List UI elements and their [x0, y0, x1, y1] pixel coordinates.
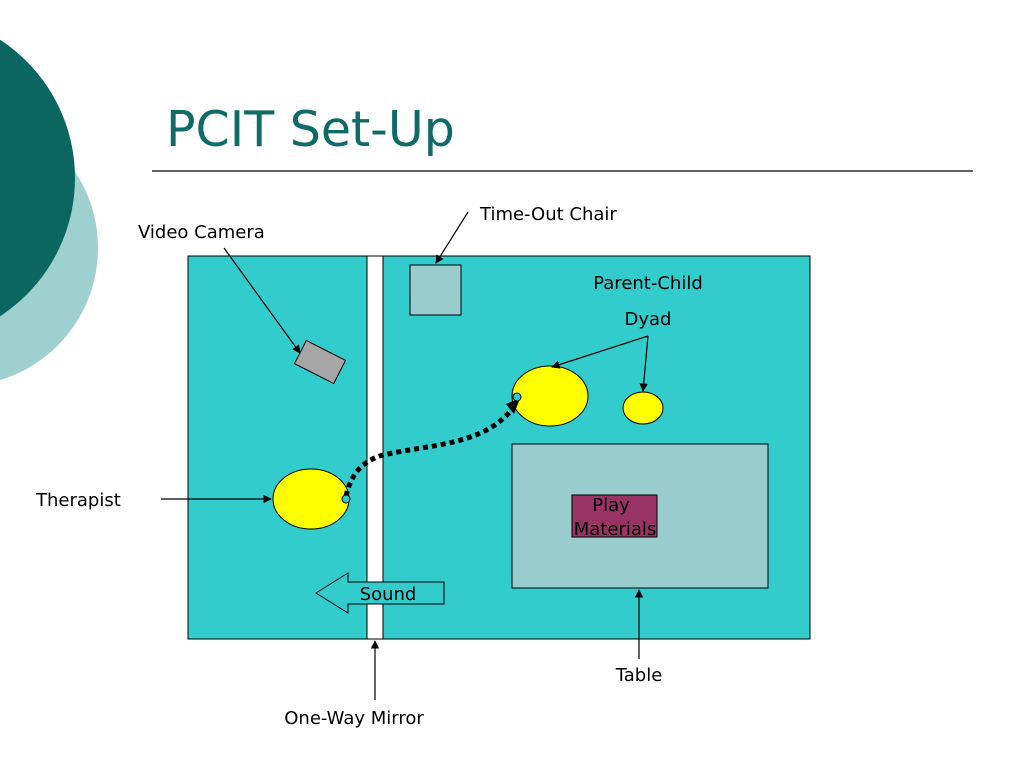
play-materials [571, 494, 658, 538]
sound-arrow [315, 572, 445, 614]
therapist-label: Therapist [35, 490, 121, 511]
child [622, 391, 664, 425]
table-label: Table [615, 665, 663, 686]
parent-earpiece [512, 392, 522, 402]
time-out-chair-pointer [435, 211, 469, 264]
dyad-child-pointer [639, 335, 649, 392]
page-title: PCIT Set-Up [166, 101, 455, 158]
one-way-mirror-label: One-Way Mirror [284, 708, 424, 729]
sound-label: Sound [360, 584, 417, 605]
time-out-chair-label: Time-Out Chair [479, 204, 617, 225]
therapist [272, 468, 350, 530]
video-camera-pointer [223, 247, 301, 354]
video-camera-label: Video Camera [138, 222, 265, 243]
communication-link-arrowhead [506, 398, 520, 414]
communication-link [343, 400, 520, 497]
parent [511, 365, 589, 427]
dyad-label: Dyad [625, 309, 672, 330]
time-out-chair [409, 264, 462, 316]
parent-child-label: Parent-Child [593, 273, 703, 294]
therapist-microphone [341, 494, 351, 504]
one-way-mirror [366, 255, 384, 640]
play-materials-label-line1: Play [592, 495, 630, 516]
deco-dark-circle [0, 39, 75, 317]
dyad-parent-pointer [551, 335, 649, 369]
play-materials-label-line2: Materials [574, 519, 657, 540]
